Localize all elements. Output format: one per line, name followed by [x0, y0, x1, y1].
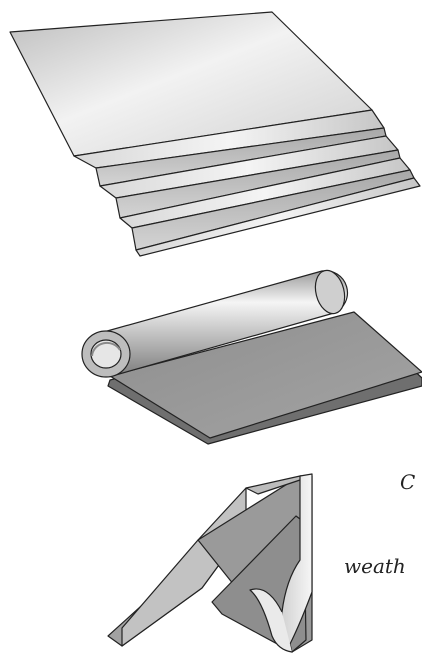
- roll-end-cap: [314, 269, 346, 315]
- peeling-film-curl: [249, 588, 293, 653]
- caption-partial-2: weath: [344, 554, 406, 578]
- roll-front-inner-shadow: [91, 341, 121, 357]
- stepped-sheet-illustration: [9, 11, 421, 257]
- roll-front-inner: [90, 339, 122, 369]
- angle-bracket-illustration: [107, 473, 313, 653]
- rolled-sheet-base: [109, 311, 422, 439]
- sheet-step-4: [135, 177, 421, 257]
- caption-partial-1: C: [400, 470, 416, 494]
- rolled-sheet-illustration: [81, 269, 422, 445]
